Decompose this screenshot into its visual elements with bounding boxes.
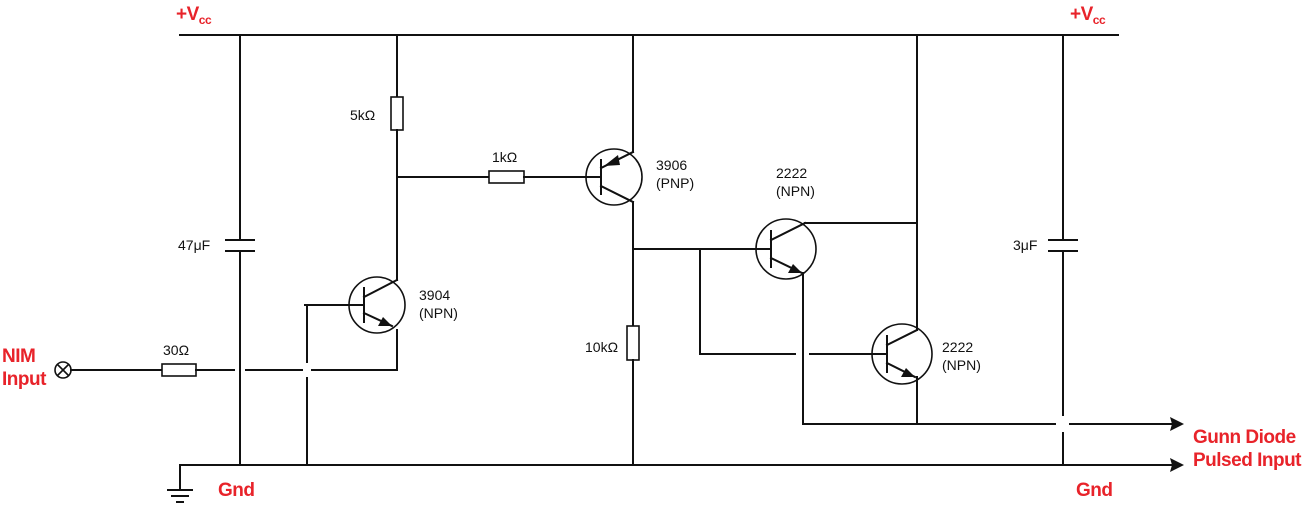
resistor-30ohm-label: 30Ω — [163, 342, 189, 358]
q3-type-label: (NPN) — [776, 183, 815, 199]
nim-input-connector — [54, 361, 72, 379]
vcc-label-right: +Vcc — [1070, 4, 1106, 27]
q4-part-label: 2222 — [942, 339, 973, 355]
gnd-label-left: Gnd — [218, 480, 255, 501]
resistor-10k-label: 10kΩ — [585, 339, 618, 355]
q2-part-label: 3906 — [656, 157, 687, 173]
gunn-diode-label: Gunn Diode — [1193, 427, 1296, 448]
resistor-30ohm — [161, 363, 197, 377]
vcc-label-left: +Vcc — [176, 4, 212, 27]
output-arrow — [1170, 417, 1184, 431]
cap-47uf-label: 47μF — [178, 237, 210, 253]
resistor-5k — [390, 96, 404, 131]
nim-input-label-2: Input — [2, 369, 47, 390]
transistor-q4-2222 — [871, 323, 933, 385]
resistor-1k — [488, 170, 525, 184]
resistor-5k-label: 5kΩ — [350, 107, 375, 123]
pulsed-input-label: Pulsed Input — [1193, 450, 1302, 471]
q1-type-label: (NPN) — [419, 305, 458, 321]
transistor-q1-3904 — [304, 276, 406, 334]
q3-part-label: 2222 — [776, 165, 807, 181]
q1-part-label: 3904 — [419, 287, 450, 303]
q2-type-label: (PNP) — [656, 175, 694, 191]
transistor-q2-3906 — [585, 148, 643, 206]
transistor-q3-2222 — [755, 218, 817, 280]
gnd-label-right: Gnd — [1076, 480, 1113, 501]
resistor-1k-label: 1kΩ — [492, 149, 517, 165]
nim-input-label: NIM — [2, 346, 35, 367]
resistor-10k — [626, 325, 640, 361]
ground-output-arrow — [1170, 458, 1184, 472]
cap-3uf-label: 3μF — [1013, 237, 1037, 253]
ground-symbol — [167, 464, 193, 503]
q4-type-label: (NPN) — [942, 357, 981, 373]
